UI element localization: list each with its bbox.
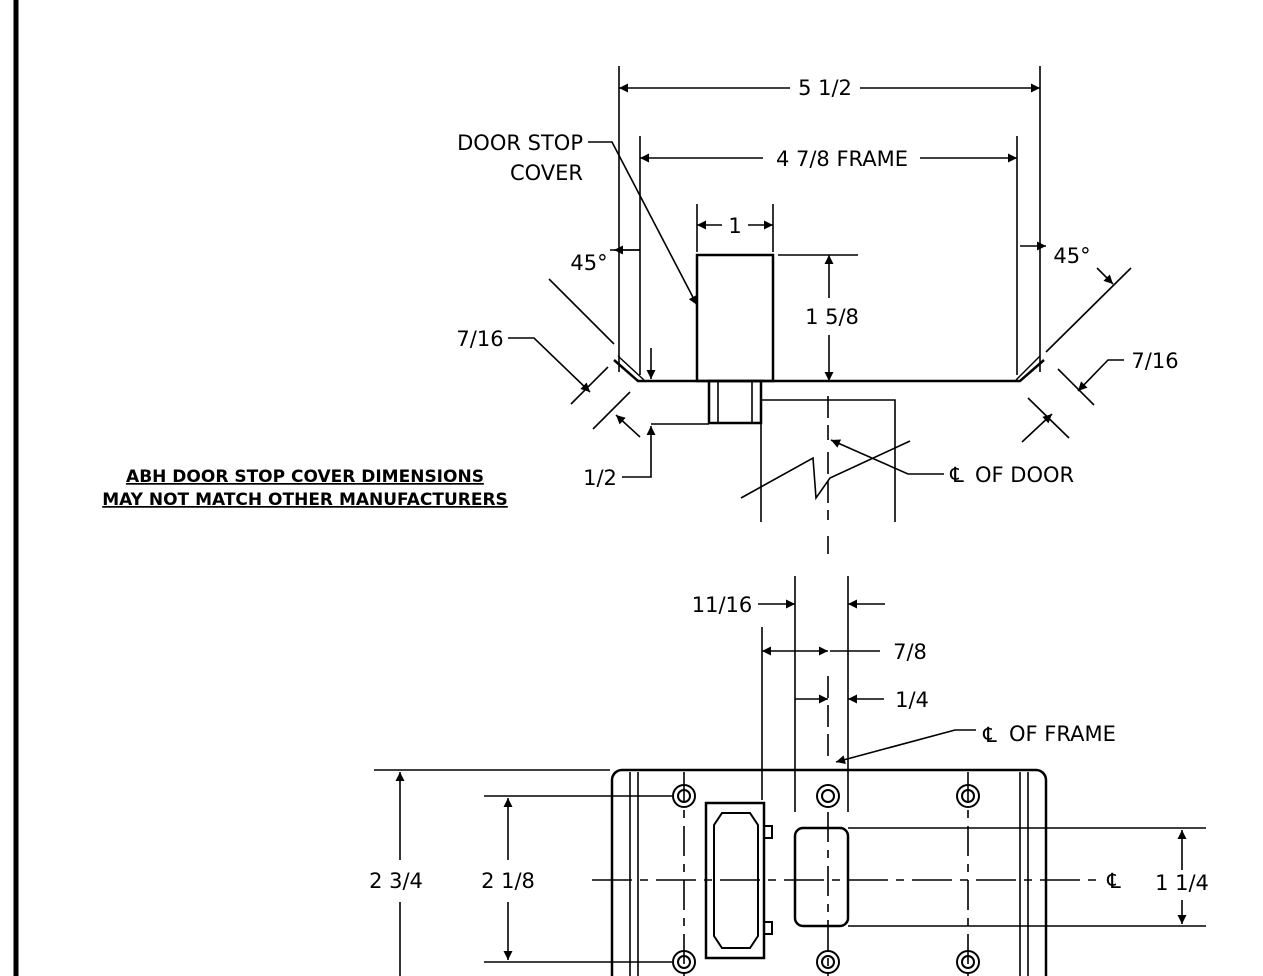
angle-left-label: 45°	[570, 251, 607, 275]
slot	[793, 826, 850, 928]
offset-label: 1/2	[583, 466, 617, 490]
cover-profile	[613, 359, 1045, 383]
mounting-hole	[672, 784, 980, 974]
door-centerline-symbol: ℄	[949, 463, 964, 487]
dim-7-8-label: 7/8	[893, 640, 927, 664]
height-overall-label: 2 3/4	[369, 869, 423, 893]
horizontal-centerline-symbol: ℄	[1106, 869, 1121, 893]
slot-height-label: 1 1/4	[1155, 871, 1209, 895]
block-height-label: 1 5/8	[805, 305, 859, 329]
break-line	[740, 440, 911, 501]
connector-housing	[704, 801, 766, 960]
frame-centerline-symbol: ℄	[982, 723, 997, 747]
door-stop-cover-label-2: COVER	[510, 161, 583, 185]
note-line-2: MAY NOT MATCH OTHER MANUFACTURERS	[102, 490, 508, 510]
frame-centerline-label: OF FRAME	[1009, 722, 1116, 746]
overall-width-label: 5 1/2	[798, 76, 852, 100]
flange-left-label: 7/16	[456, 327, 503, 351]
dim-1-4-label: 1/4	[895, 688, 929, 712]
frame-width-label: 4 7/8 FRAME	[776, 147, 908, 171]
lower-block	[707, 379, 763, 425]
front-view	[374, 576, 1206, 976]
stop-block	[695, 253, 775, 383]
height-holes-label: 2 1/8	[481, 869, 535, 893]
door-stop-cover-leader	[588, 141, 698, 306]
door-centerline-label: OF DOOR	[975, 463, 1074, 487]
door-stop-cover-label-1: DOOR STOP	[457, 131, 583, 155]
block-width-label: 1	[728, 214, 741, 238]
top-section-view	[508, 66, 1132, 554]
angle-right-label: 45°	[1053, 244, 1090, 268]
dim-11-16-label: 11/16	[692, 593, 753, 617]
note-line-1: ABH DOOR STOP COVER DIMENSIONS	[126, 467, 484, 487]
flange-right-label: 7/16	[1131, 349, 1178, 373]
